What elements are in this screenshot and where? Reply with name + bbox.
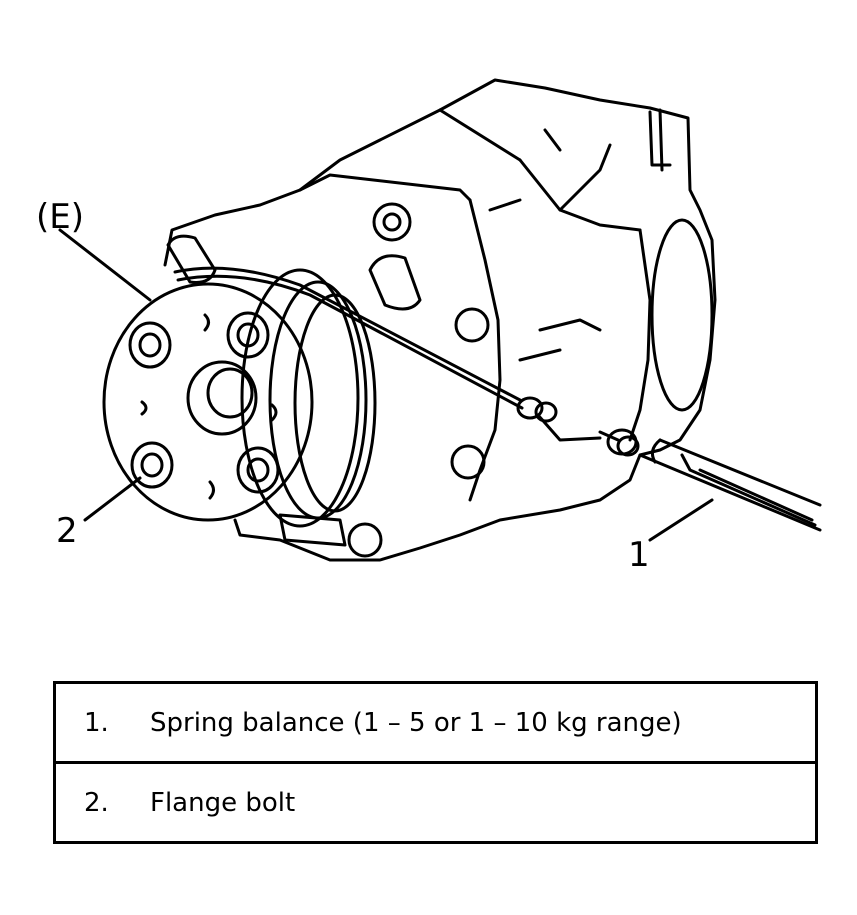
housing-outline xyxy=(163,78,717,562)
legend-text: Spring balance (1 – 5 or 1 – 10 kg range… xyxy=(150,707,682,738)
legend-row: 2. Flange bolt xyxy=(56,761,815,841)
callout-1-label: 1 xyxy=(628,535,650,575)
legend-text: Flange bolt xyxy=(150,787,296,818)
flange-face xyxy=(102,282,314,522)
legend-table: 1. Spring balance (1 – 5 or 1 – 10 kg ra… xyxy=(53,681,818,844)
callout-2-label: 2 xyxy=(56,511,78,551)
leader-line-e xyxy=(58,228,152,302)
flange-bolt xyxy=(128,321,172,369)
flange-bolt xyxy=(236,446,280,494)
flange-bolt xyxy=(130,441,174,489)
leader-line-1 xyxy=(648,498,714,542)
flange-bolt xyxy=(226,311,270,359)
legend-number: 2. xyxy=(84,787,109,818)
callout-e-label: (E) xyxy=(36,197,85,237)
leader-line-2 xyxy=(83,476,142,522)
differential-flange-illustration xyxy=(58,78,822,562)
legend-number: 1. xyxy=(84,707,109,738)
legend-row: 1. Spring balance (1 – 5 or 1 – 10 kg ra… xyxy=(56,684,815,761)
